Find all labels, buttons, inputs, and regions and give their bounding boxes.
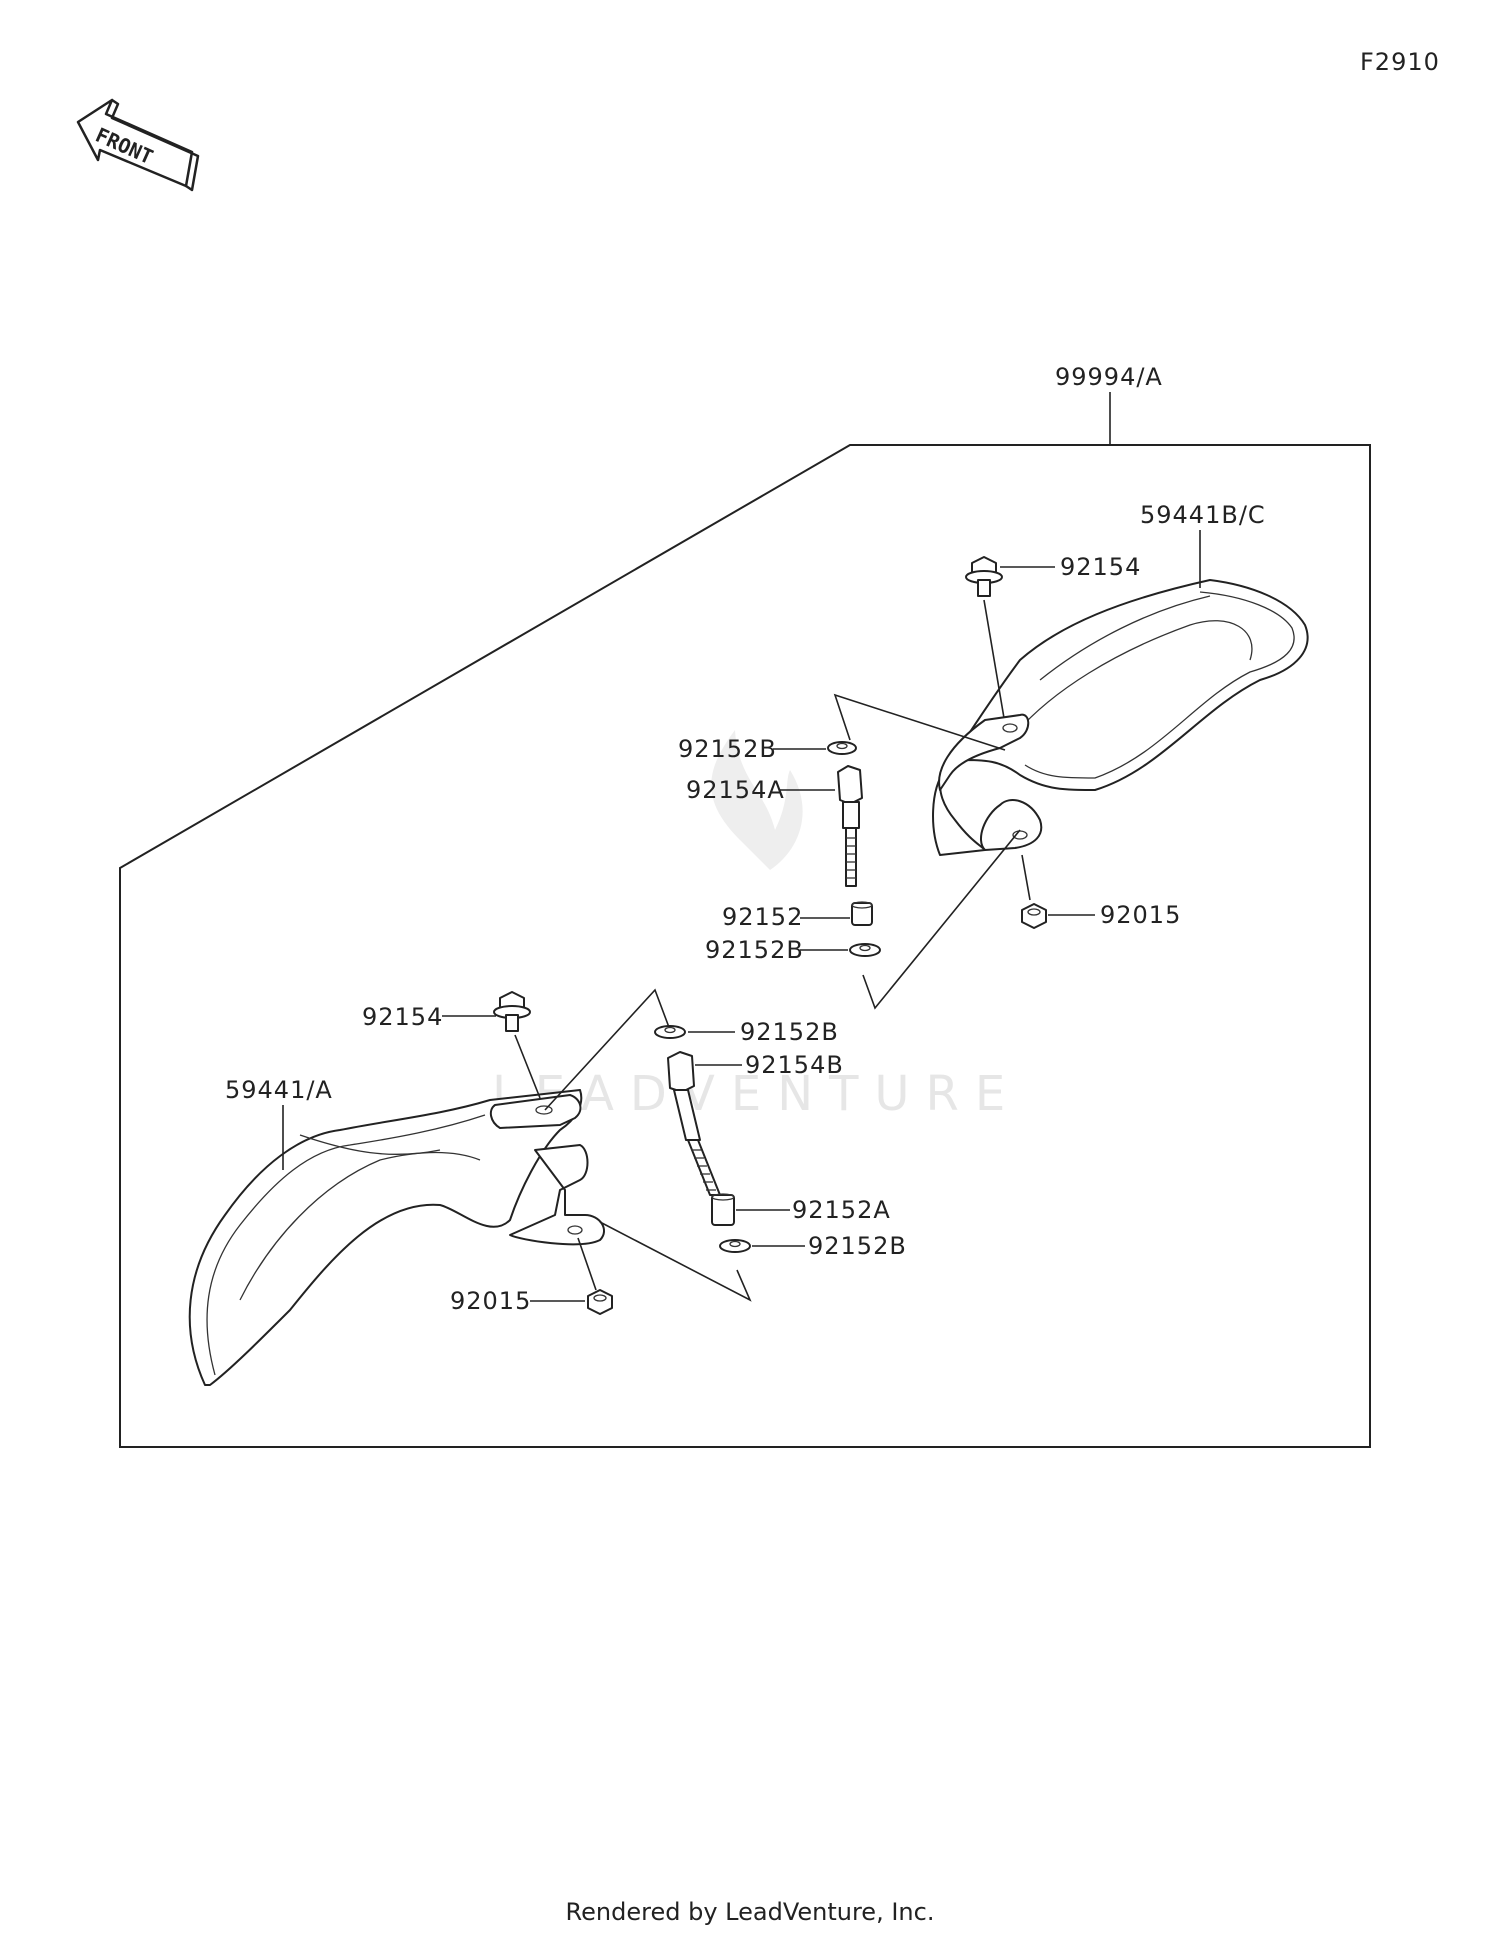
label-92152B-upper-left: 92152B bbox=[740, 1018, 839, 1046]
label-92152A: 92152A bbox=[792, 1196, 891, 1224]
label-92015-right: 92015 bbox=[1100, 901, 1181, 929]
collar-92152B-upper-right bbox=[827, 741, 857, 755]
front-arrow-icon: FRONT bbox=[76, 98, 200, 192]
label-92152B-lower-right: 92152B bbox=[705, 936, 804, 964]
label-92154A: 92154A bbox=[686, 776, 785, 804]
spacer-92154A bbox=[837, 765, 863, 887]
collar-92152B-upper-left bbox=[654, 1025, 686, 1039]
collar-92152A-left bbox=[711, 1193, 735, 1226]
label-92154B: 92154B bbox=[745, 1051, 844, 1079]
hand-guard-right bbox=[932, 579, 1309, 856]
spacer-92154B bbox=[667, 1051, 721, 1196]
label-59441A: 59441/A bbox=[225, 1076, 333, 1104]
collar-92152-right bbox=[851, 901, 873, 926]
bolt-left bbox=[493, 991, 541, 1099]
label-99994A: 99994/A bbox=[1055, 363, 1163, 391]
kit-boundary bbox=[119, 444, 1371, 1448]
hand-guard-left bbox=[188, 1089, 605, 1386]
footer-credit: Rendered by LeadVenture, Inc. bbox=[565, 1898, 935, 1926]
collar-92152B-lower-left bbox=[719, 1239, 751, 1253]
label-92152B-lower-left: 92152B bbox=[808, 1232, 907, 1260]
label-92154-left: 92154 bbox=[362, 1003, 443, 1031]
label-92152-right: 92152 bbox=[722, 903, 803, 931]
collar-92152B-lower-right bbox=[849, 943, 881, 957]
nut-right bbox=[1021, 854, 1047, 929]
bolt-right bbox=[965, 556, 1005, 719]
label-92152B-upper-right: 92152B bbox=[678, 735, 777, 763]
label-92015-left: 92015 bbox=[450, 1287, 531, 1315]
label-92154-right: 92154 bbox=[1060, 553, 1141, 581]
nut-left bbox=[577, 1237, 613, 1315]
label-59441BC: 59441B/C bbox=[1140, 501, 1266, 529]
diagram-code: F2910 bbox=[1360, 48, 1440, 76]
